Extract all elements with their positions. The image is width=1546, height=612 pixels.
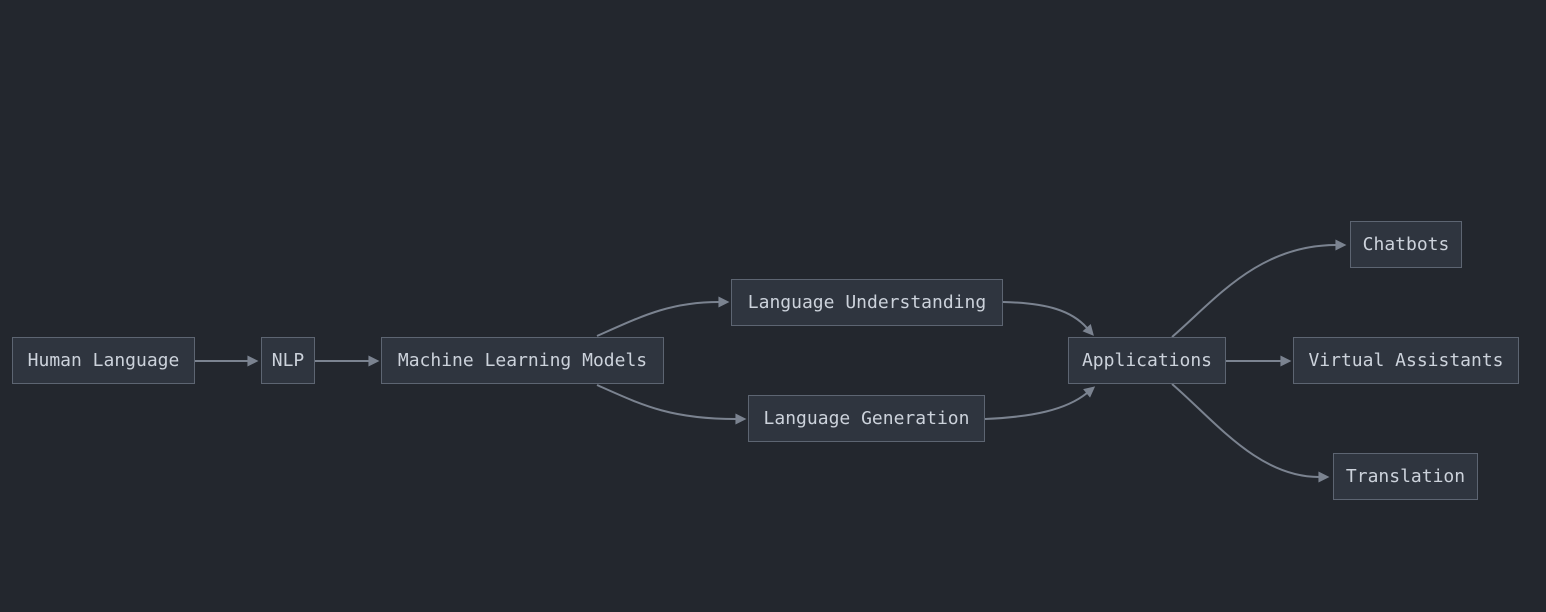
node-label: Human Language <box>27 349 180 371</box>
node-label: Language Understanding <box>747 291 987 313</box>
node-label: NLP <box>271 349 305 371</box>
node-label: Applications <box>1081 349 1213 371</box>
node-chatbots: Chatbots <box>1350 221 1462 268</box>
node-nlp: NLP <box>261 337 315 384</box>
node-human-language: Human Language <box>12 337 195 384</box>
node-virtual-assistants: Virtual Assistants <box>1293 337 1519 384</box>
edge-language-generation-to-applications <box>984 386 1096 420</box>
node-language-understanding: Language Understanding <box>731 279 1003 326</box>
edge-applications-to-chatbots <box>1171 239 1347 338</box>
edge-machine-learning-models-to-language-understanding <box>596 296 730 337</box>
node-label: Machine Learning Models <box>397 349 648 371</box>
node-label: Virtual Assistants <box>1308 349 1504 371</box>
node-applications: Applications <box>1068 337 1226 384</box>
node-translation: Translation <box>1333 453 1478 500</box>
edge-language-understanding-to-applications <box>1002 301 1094 336</box>
node-language-generation: Language Generation <box>748 395 985 442</box>
node-label: Language Generation <box>763 407 970 429</box>
node-machine-learning-models: Machine Learning Models <box>381 337 664 384</box>
edge-applications-to-translation <box>1171 383 1330 483</box>
node-label: Translation <box>1345 465 1466 487</box>
edge-machine-learning-models-to-language-generation <box>596 384 747 425</box>
node-label: Chatbots <box>1362 233 1450 255</box>
